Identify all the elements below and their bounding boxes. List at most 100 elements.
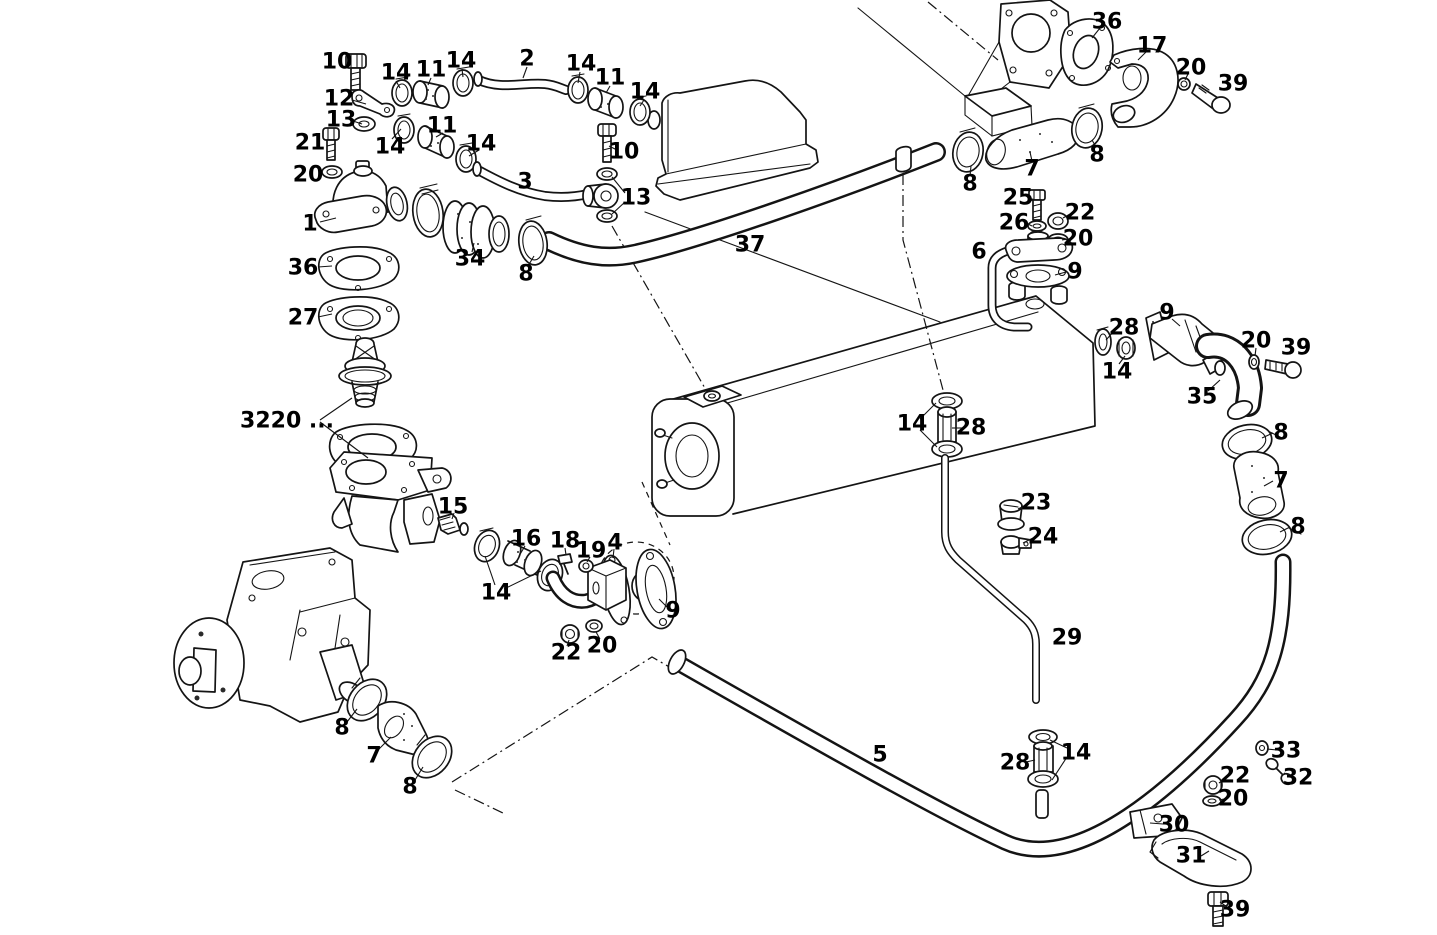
part-label-30: 30 <box>1159 813 1190 838</box>
hose-run-top <box>391 66 651 126</box>
part-label-11: 11 <box>595 66 626 91</box>
part-label-39: 39 <box>1220 898 1251 923</box>
part-label-11: 11 <box>427 114 458 139</box>
elbow-17 <box>1109 47 1179 128</box>
nut-22-outlet <box>560 624 580 644</box>
part-label-7: 7 <box>1273 469 1288 494</box>
part-label-36: 36 <box>288 256 319 281</box>
part-label-2: 2 <box>519 47 534 72</box>
part-label-13: 13 <box>621 186 652 211</box>
part-label-5: 5 <box>872 743 887 768</box>
part-label-35: 35 <box>1187 385 1218 410</box>
part-label-8: 8 <box>334 716 349 741</box>
pump-outlet-stack <box>346 677 453 779</box>
gasket-9-pipe6 <box>1006 264 1070 288</box>
right-hose-stack <box>1221 423 1302 556</box>
drain-fitting-bottom <box>1027 729 1059 819</box>
engine-block-outline <box>644 0 1072 323</box>
part-label-14: 14 <box>466 132 497 157</box>
part-label-12: 12 <box>324 87 355 112</box>
part-label-28: 28 <box>1109 316 1140 341</box>
part-label-9: 9 <box>1067 260 1082 285</box>
part-label-9: 9 <box>1159 301 1174 326</box>
washer-20-outlet <box>585 619 603 633</box>
part-label-17: 17 <box>1137 34 1168 59</box>
part-label-8: 8 <box>962 172 977 197</box>
part-label-20: 20 <box>1241 329 1272 354</box>
nut-22-pipe6 <box>1047 212 1069 230</box>
bolt-32 <box>1265 757 1294 786</box>
part-label-7: 7 <box>366 744 381 769</box>
part-label-28: 28 <box>956 416 987 441</box>
thermostat-cover-1 <box>313 160 409 234</box>
pipe-6-assembly <box>987 189 1074 332</box>
part-label-20: 20 <box>1063 227 1094 252</box>
part-label-20: 20 <box>587 634 618 659</box>
part-label-33: 33 <box>1271 739 1302 764</box>
valve-cover <box>647 79 819 201</box>
hose-5 <box>667 553 1292 858</box>
pipe-29 <box>941 454 1040 704</box>
part-label-13: 13 <box>326 108 357 133</box>
bolt-21 <box>322 127 340 161</box>
part-label-16: 16 <box>511 527 542 552</box>
part-label-11: 11 <box>416 58 447 83</box>
washer-20-top-left <box>321 165 343 179</box>
part-label-25: 25 <box>1003 186 1034 211</box>
part-label-14: 14 <box>481 581 512 606</box>
part-label-24: 24 <box>1028 525 1059 550</box>
elbow-4-assembly <box>545 554 632 626</box>
part-label-19: 19 <box>576 539 607 564</box>
part-label-8: 8 <box>518 262 533 287</box>
part-label-18: 18 <box>550 529 581 554</box>
part-label-32: 32 <box>1283 766 1314 791</box>
pipe-37 <box>539 142 946 267</box>
part-label-22: 22 <box>1065 201 1096 226</box>
water-pump <box>173 547 371 723</box>
part-label-14: 14 <box>1102 360 1133 385</box>
part-label-26: 26 <box>999 211 1030 236</box>
plug-23 <box>997 499 1025 531</box>
part-label-20: 20 <box>293 163 324 188</box>
clamp-8-left-a <box>411 183 445 238</box>
part-label-8: 8 <box>1290 515 1305 540</box>
gasket-27 <box>317 296 400 342</box>
thermostat-housing-lower <box>329 451 452 553</box>
part-label-20: 20 <box>1176 56 1207 81</box>
bellows-hose-34 <box>442 200 510 259</box>
part-label-14: 14 <box>375 135 406 160</box>
part-label-14: 14 <box>897 412 928 437</box>
bolt-39-right <box>1264 359 1302 379</box>
pipe-37-stub <box>895 145 912 173</box>
part-label-14: 14 <box>446 49 477 74</box>
part-label-15: 15 <box>438 495 469 520</box>
clamp-8-left-b <box>517 215 549 266</box>
clamp-28-right <box>1094 326 1112 356</box>
clamp-31 <box>1149 829 1252 888</box>
engine-inlet-hose-7-top <box>951 103 1104 173</box>
part-label-23: 23 <box>1021 491 1052 516</box>
gasket-9-outlet <box>635 548 677 630</box>
bolt-39-top-right <box>1191 83 1231 114</box>
washer-19 <box>578 559 594 573</box>
outlet-pipe-35 <box>1195 332 1263 420</box>
part-label-27: 27 <box>288 306 319 331</box>
fitting-24 <box>1000 535 1032 555</box>
part-label-22: 22 <box>551 641 582 666</box>
part-label-28: 28 <box>1000 751 1031 776</box>
part-label-36: 36 <box>1092 10 1123 35</box>
nut-14-right <box>1116 336 1136 360</box>
part-label-9: 9 <box>665 599 680 624</box>
leader-lines <box>317 27 1291 908</box>
washer-20-top-right <box>1177 77 1191 91</box>
part-label-37: 37 <box>735 233 766 258</box>
part-label-1: 1 <box>302 212 317 237</box>
part-label-39: 39 <box>1281 336 1312 361</box>
part-label-34: 34 <box>455 247 486 272</box>
mounting-plate-36-top <box>1060 18 1114 87</box>
part-label-3: 3 <box>517 170 532 195</box>
part-label-8: 8 <box>402 775 417 800</box>
part-label-22: 22 <box>1220 764 1251 789</box>
